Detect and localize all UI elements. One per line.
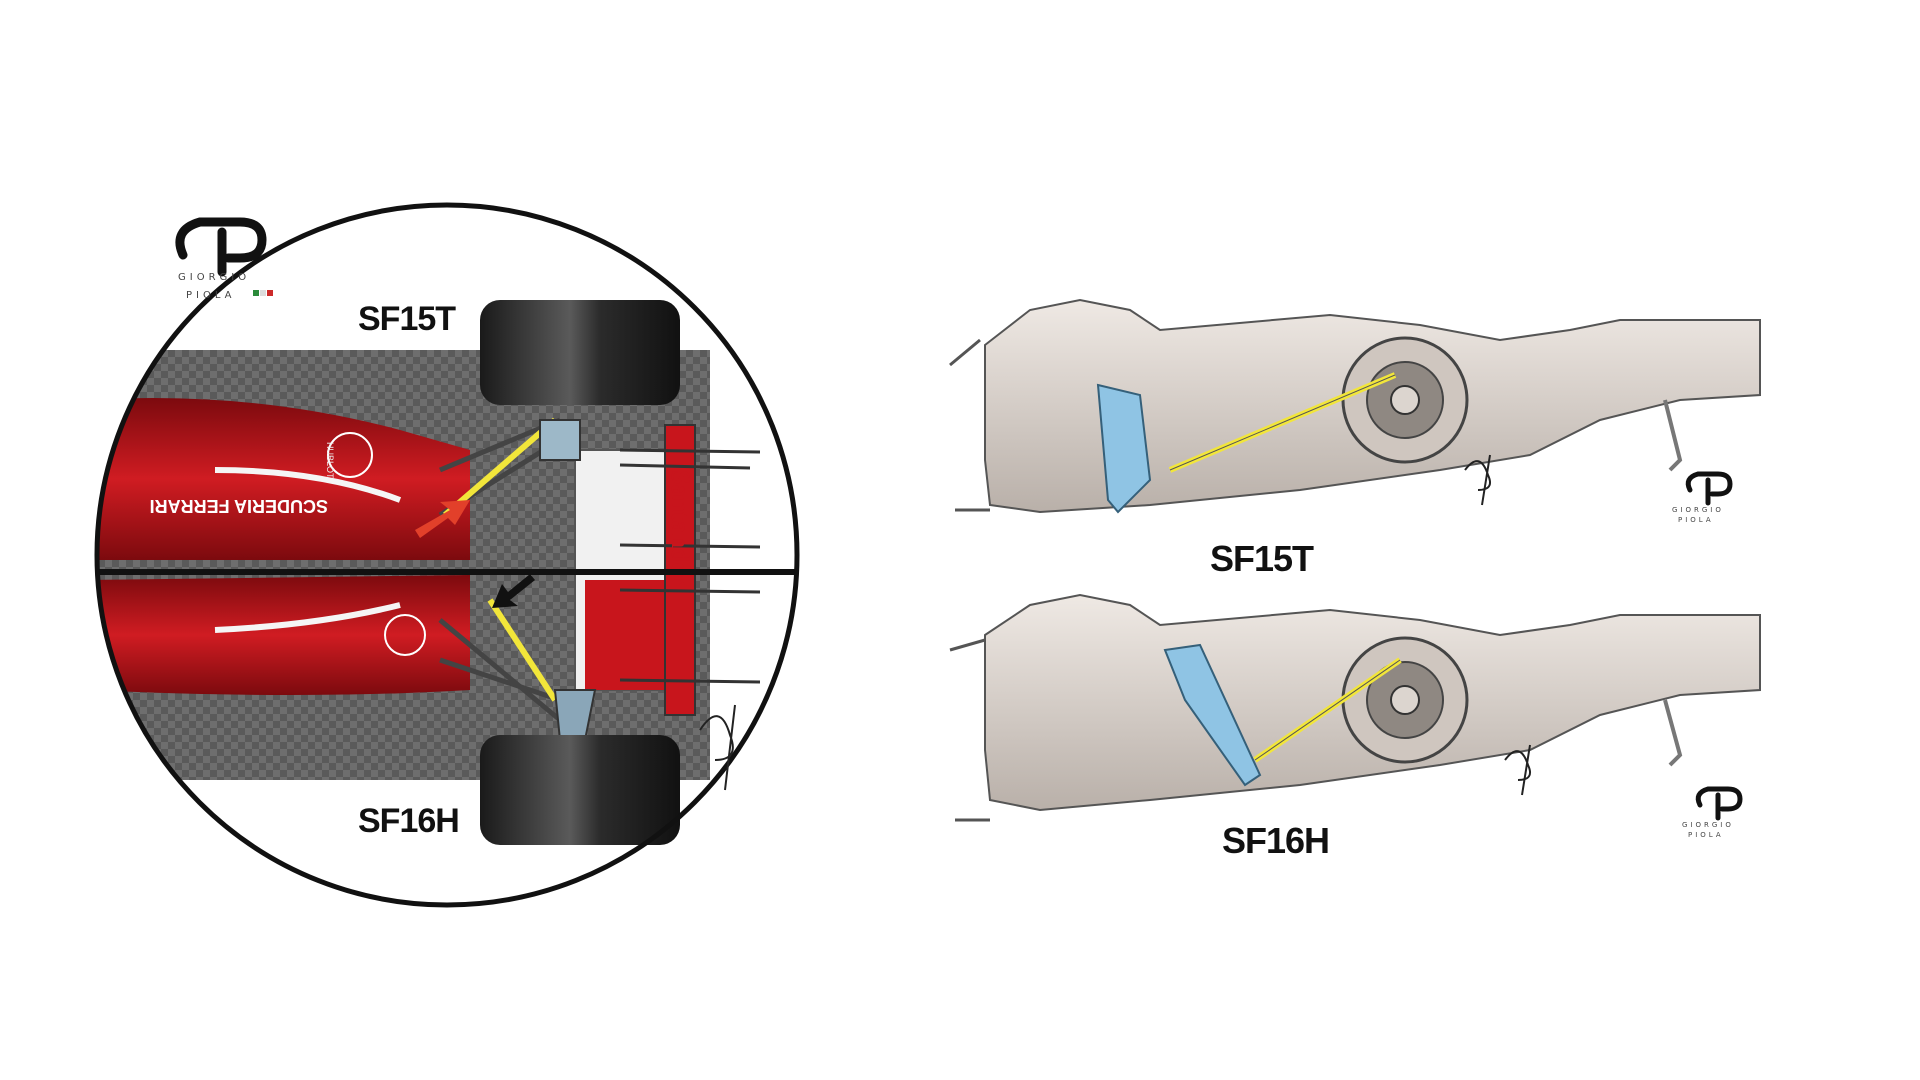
artist-signature-3: [1504, 744, 1531, 796]
engine-cover-upper: [97, 398, 470, 560]
engine-cover-lower: [97, 575, 470, 695]
sponsor-text: Santander: [666, 470, 695, 586]
arrow-black: [492, 574, 535, 608]
detail-circle-border: [94, 202, 800, 908]
giorgio-piola-logo: [175, 217, 273, 296]
livery-text: SCUDERIA FERRARI: [150, 496, 328, 516]
small-logo-2-line2: PIOLA: [1688, 831, 1724, 839]
side-view-sf16h: [949, 593, 1761, 822]
side-view-label-sf15t: SF15T: [1210, 538, 1314, 579]
arrow-red: [415, 500, 470, 538]
damper-sf15t: [1096, 383, 1152, 514]
damper-sf16h: [1163, 643, 1262, 787]
side-view-label-sf16h: SF16H: [1222, 820, 1330, 861]
tyre-upper: [480, 300, 680, 405]
artist-signature-2: [1464, 454, 1491, 506]
detail-top-view: SCUDERIA FERRARI Santander HUBLOT: [94, 202, 800, 908]
artist-signature-1: [699, 704, 736, 791]
side-view-sf15t: [949, 298, 1761, 514]
small-logo-2-line1: GIORGIO: [1682, 821, 1734, 829]
giorgio-piola-logo-small-2: [1695, 786, 1743, 821]
sponsor-small: HUBLOT: [325, 442, 335, 479]
pushrod-lower: [487, 598, 558, 702]
giorgio-piola-logo-small-1: [1685, 471, 1733, 506]
logo-line2: PIOLA: [186, 290, 236, 301]
detail-label-top: SF15T: [358, 300, 456, 338]
logo-line1: GIORGIO: [178, 272, 251, 283]
small-logo-1-line1: GIORGIO: [1672, 506, 1724, 514]
small-logo-1-line2: PIOLA: [1678, 516, 1714, 524]
detail-label-bottom: SF16H: [358, 802, 460, 840]
tyre-lower: [480, 735, 680, 845]
pushrod-upper: [443, 417, 557, 518]
